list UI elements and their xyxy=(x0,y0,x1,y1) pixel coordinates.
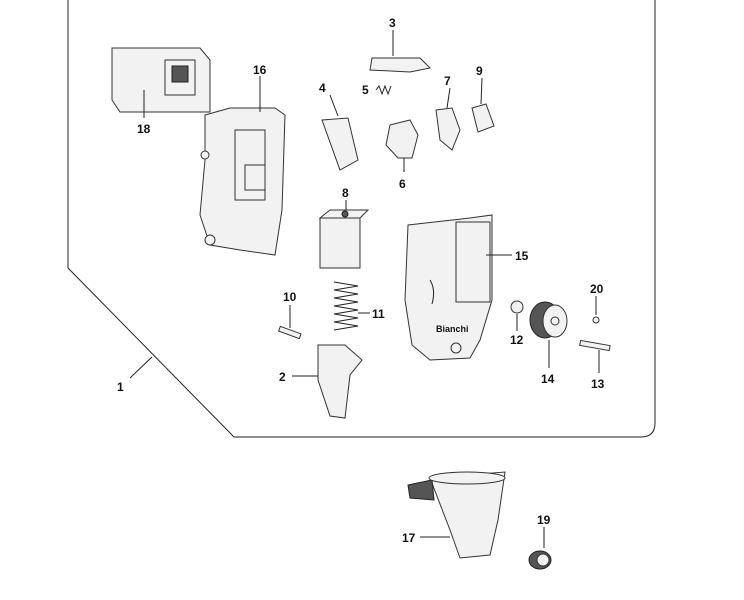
part-13-screw xyxy=(579,339,611,352)
bianchi-logo: Bianchi xyxy=(436,324,469,334)
callout-6: 6 xyxy=(399,177,406,191)
callout-17: 17 xyxy=(402,531,416,545)
callout-19: 19 xyxy=(537,513,551,527)
part-5-spring xyxy=(375,84,392,96)
callout-11: 11 xyxy=(372,307,385,321)
callout-16: 16 xyxy=(253,63,267,77)
leader-1 xyxy=(129,356,153,379)
callout-9: 9 xyxy=(476,64,483,78)
part-12-nut xyxy=(510,300,524,314)
callout-8: 8 xyxy=(342,186,349,200)
callout-10: 10 xyxy=(283,290,297,304)
part-14-gear xyxy=(529,301,568,339)
part-16-frame xyxy=(199,107,286,256)
callout-18: 18 xyxy=(137,122,151,136)
callout-15: 15 xyxy=(515,249,529,263)
callout-2: 2 xyxy=(279,370,286,384)
part-19-spring xyxy=(528,550,552,570)
callout-1: 1 xyxy=(117,380,124,394)
callout-3: 3 xyxy=(389,16,396,30)
part-9-clip xyxy=(471,103,495,133)
part-7-arm xyxy=(435,107,461,151)
part-10-pin xyxy=(277,325,302,340)
callout-12: 12 xyxy=(510,333,524,347)
part-4-latch xyxy=(321,117,359,171)
callout-13: 13 xyxy=(591,377,605,391)
part-2-trigger xyxy=(317,344,363,419)
part-8-solenoid xyxy=(318,209,370,269)
part-18-cover xyxy=(111,47,211,113)
callout-20: 20 xyxy=(590,282,604,296)
part-20-washer xyxy=(592,316,600,324)
assembly-1-outline xyxy=(67,0,656,438)
part-6-lever xyxy=(385,119,419,159)
callout-4: 4 xyxy=(319,81,326,95)
part-17-hopper xyxy=(407,471,506,559)
callout-5: 5 xyxy=(362,83,369,97)
part-11-spring xyxy=(333,281,359,331)
callout-7: 7 xyxy=(444,74,451,88)
part-15-housing: Bianchi xyxy=(404,214,493,361)
part-3-cap xyxy=(369,57,432,73)
callout-14: 14 xyxy=(541,372,555,386)
